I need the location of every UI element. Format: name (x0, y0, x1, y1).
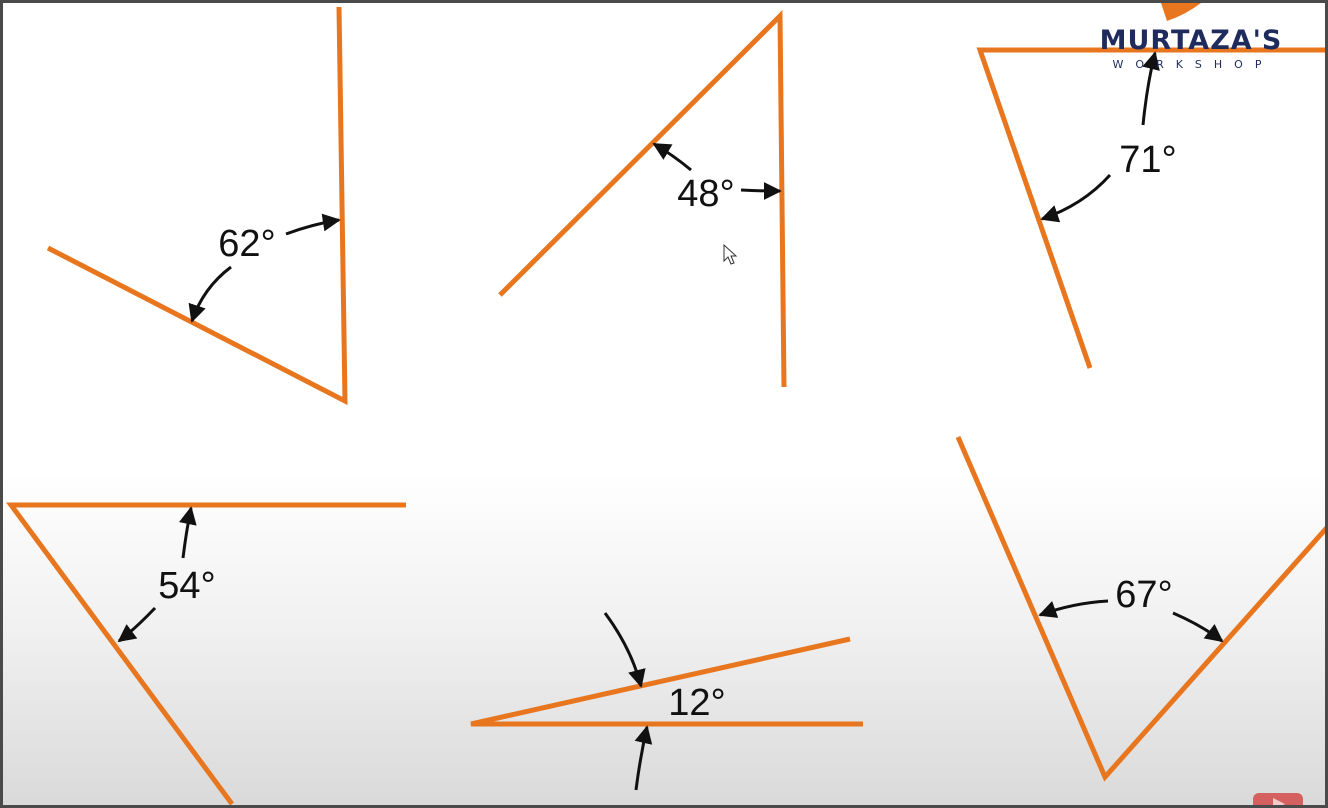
angle-48-arrow-right (740, 181, 782, 200)
angle-62-arrow-right (285, 213, 341, 236)
angle-12: 12° (470, 612, 863, 791)
brand-name: MURTAZA'S (1100, 25, 1283, 56)
angles-diagram: 62° 48° 71° 54° 12° 67° MURTAZA'S (6, 3, 1325, 808)
angle-54-arrow-bottom (117, 606, 157, 643)
brand-tagline: WORKSHOP (1113, 58, 1274, 71)
angle-67: 67° (955, 436, 1325, 782)
angle-71: 71° (976, 47, 1325, 369)
angle-48-label: 48° (677, 173, 734, 215)
logo-accent-shape (1161, 3, 1201, 21)
angle-62-sides (46, 6, 348, 406)
angle-12-arrow-top (603, 612, 646, 688)
angle-48-arrow-left (652, 142, 692, 172)
angle-54-label: 54° (158, 565, 215, 607)
angle-54-arrow-top (178, 506, 197, 559)
angle-62-arrow-left (188, 265, 232, 323)
angle-71-sides (976, 47, 1325, 369)
youtube-play-icon[interactable] (1253, 793, 1303, 808)
angle-12-label: 12° (668, 682, 725, 724)
angle-67-arrow-left (1038, 599, 1109, 618)
angle-62-label: 62° (218, 223, 275, 265)
angle-12-arrow-bottom (634, 725, 653, 791)
angle-67-label: 67° (1115, 574, 1172, 616)
angle-48: 48° (498, 10, 787, 388)
angle-71-arrow-top (1141, 51, 1160, 126)
mouse-pointer-icon (723, 243, 738, 265)
angle-54-sides (6, 502, 406, 805)
angle-54: 54° (6, 502, 406, 805)
angle-67-sides (955, 436, 1325, 782)
angle-62: 62° (46, 6, 348, 406)
angle-71-arrow-bottom (1040, 173, 1112, 223)
angle-12-sides (470, 636, 863, 727)
angle-48-sides (498, 10, 787, 388)
angle-71-label: 71° (1119, 139, 1176, 181)
brand-logo: MURTAZA'S WORKSHOP (1100, 3, 1283, 71)
angle-67-arrow-right (1172, 611, 1224, 643)
